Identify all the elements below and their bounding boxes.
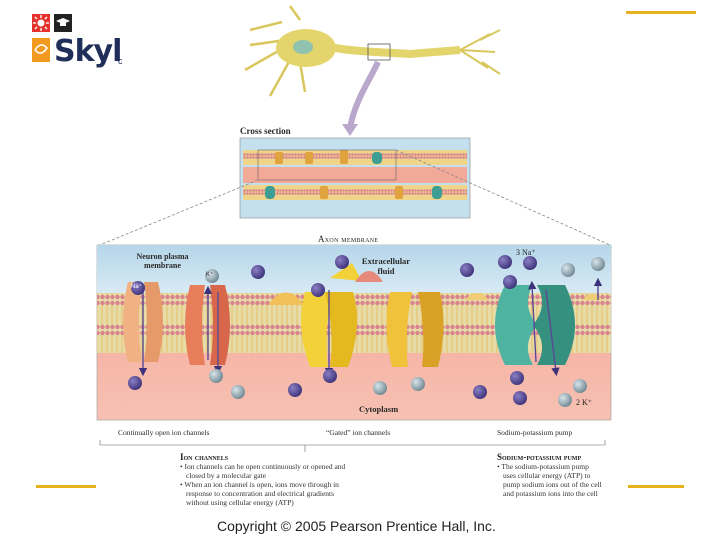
caption-pump: Sodium-potassium pump — [497, 428, 572, 437]
notes-pump-line-4: and potassium ions into the cell — [497, 489, 637, 498]
notes-ion-channels-line-5: without using cellular energy (ATP) — [180, 498, 400, 507]
notes-pump: Sodium-potassium pump • The sodium-potas… — [497, 452, 637, 498]
notes-ion-channels-line-2: closed by a molecular gate — [180, 471, 400, 480]
neuron-cell — [245, 6, 500, 96]
extracellular-label: Extracellular fluid — [360, 256, 412, 276]
caption-open-channels: Continually open ion channels — [118, 428, 209, 437]
cross-section-label: Cross section — [240, 126, 291, 136]
three-na-label: 3 Na⁺ — [516, 248, 536, 257]
two-k-label: 2 K⁺ — [576, 398, 592, 407]
copyright-text: Copyright © 2005 Pearson Prentice Hall, … — [217, 518, 496, 534]
notes-ion-channels-line-1: • Ion channels can be open continuously … — [180, 462, 400, 471]
cytoplasm-label: Cytoplasm — [359, 404, 398, 414]
notes-pump-line-1: • The sodium-potassium pump — [497, 462, 637, 471]
notes-ion-channels: Ion channels • Ion channels can be open … — [180, 452, 400, 507]
caption-gated-channels: “Gated” ion channels — [326, 428, 390, 437]
notes-ion-channels-line-3: • When an ion channel is open, ions move… — [180, 480, 400, 489]
ion-label-na: Na⁺ — [131, 283, 142, 290]
axon-membrane-label: Axon membrane — [318, 234, 378, 244]
cross-section — [240, 138, 470, 218]
notes-ion-channels-heading: Ion channels — [180, 452, 400, 462]
zoom-arrow — [350, 62, 378, 128]
membrane-panel — [97, 245, 611, 420]
notes-pump-line-3: pump sodium ions out of the cell — [497, 480, 637, 489]
notes-pump-heading: Sodium-potassium pump — [497, 452, 637, 462]
notes-ion-channels-line-4: response to concentration and electrical… — [180, 489, 400, 498]
neuron-plasma-label: Neuron plasma membrane — [130, 252, 195, 270]
ion-label-k: K⁺ — [206, 271, 213, 278]
notes-pump-line-2: uses cellular energy (ATP) to — [497, 471, 637, 480]
